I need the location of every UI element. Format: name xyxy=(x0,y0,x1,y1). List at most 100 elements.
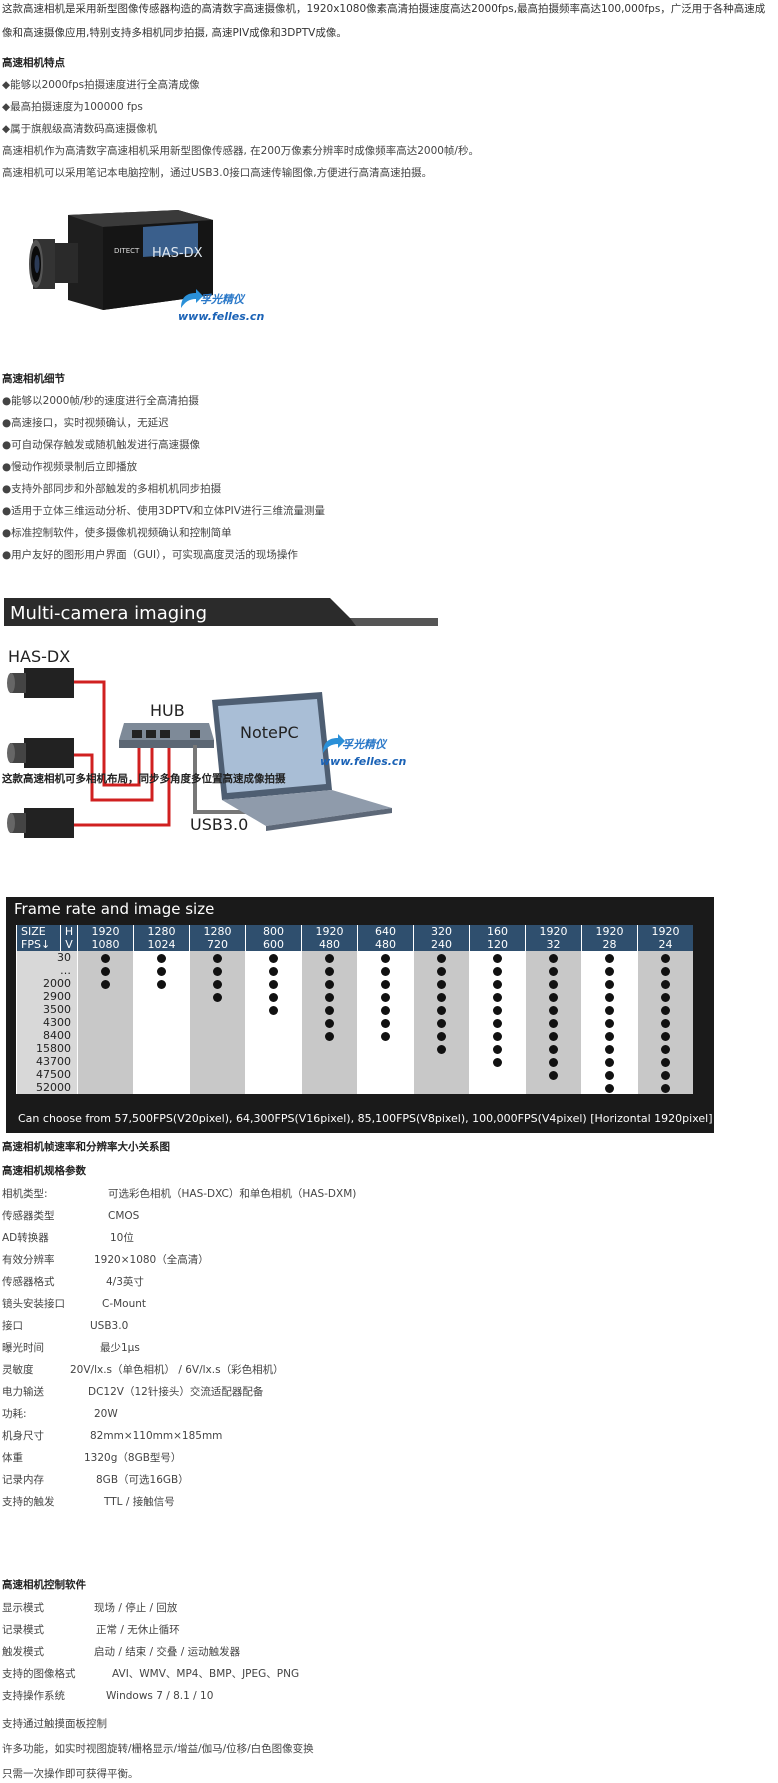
frame-rate-cell xyxy=(357,951,414,964)
frame-rate-cell xyxy=(525,977,582,990)
frame-rate-cell xyxy=(637,1029,693,1042)
spec-value: 启动 / 结束 / 交叠 / 运动触发器 xyxy=(94,1646,241,1658)
frame-rate-cell xyxy=(469,1081,526,1094)
frame-rate-cell xyxy=(525,964,582,977)
fps-value: 3500 xyxy=(16,1003,78,1016)
frame-rate-cell xyxy=(525,1068,582,1081)
frame-rate-row: 15800 xyxy=(16,1042,693,1055)
frame-rate-title: Frame rate and image size xyxy=(14,900,215,918)
supported-dot xyxy=(269,1005,278,1015)
camera-model-label: HAS-DX xyxy=(152,246,203,261)
frame-rate-cell xyxy=(413,1016,470,1029)
v-value: 1080 xyxy=(77,938,134,951)
spec-key: 曝光时间 xyxy=(2,1342,44,1354)
spec-key: 体重 xyxy=(2,1452,23,1464)
frame-rate-cell xyxy=(525,1016,582,1029)
spec-value: Windows 7 / 8.1 / 10 xyxy=(106,1690,214,1702)
supported-dot xyxy=(661,1018,670,1028)
detail-item: ●适用于立体三维运动分析、使用3DPTV和立体PIV进行三维流量测量 xyxy=(2,505,325,517)
frame-rate-cell xyxy=(189,990,246,1003)
h-value: 1920 xyxy=(637,925,693,938)
frame-rate-cell xyxy=(357,977,414,990)
diagram-pc-label: NotePC xyxy=(240,723,299,742)
frame-rate-cell xyxy=(469,1016,526,1029)
frame-rate-cell xyxy=(525,951,582,964)
supported-dot xyxy=(661,1083,670,1093)
detail-item: ●支持外部同步和外部触发的多相机机同步拍摄 xyxy=(2,483,222,495)
frame-rate-cell xyxy=(301,1055,358,1068)
supported-dot xyxy=(213,979,222,989)
spec-value: DC12V（12针接头）交流适配器配备 xyxy=(88,1386,264,1398)
frame-rate-cell xyxy=(413,1068,470,1081)
multi-camera-diagram: HAS-DX HUB USB3.0 NotePC xyxy=(7,647,392,838)
frame-rate-cell xyxy=(301,964,358,977)
frame-rate-cell xyxy=(357,1068,414,1081)
supported-dot xyxy=(605,992,614,1002)
frame-rate-cell xyxy=(245,1003,302,1016)
detail-item: ●可自动保存触发或随机触发进行高速摄像 xyxy=(2,439,201,451)
spec-value: TTL / 接触信号 xyxy=(104,1496,175,1508)
frame-rate-cell xyxy=(189,977,246,990)
features-title: 高速相机特点 xyxy=(2,57,65,69)
spec-value: 8GB（可选16GB） xyxy=(96,1474,189,1486)
v-value: 720 xyxy=(189,938,246,951)
detail-item: ●用户友好的图形用户界面（GUI），可实现高度灵活的现场操作 xyxy=(2,549,298,561)
supported-dot xyxy=(661,966,670,976)
supported-dot xyxy=(325,953,334,963)
frame-rate-cell xyxy=(245,977,302,990)
frame-rate-cell xyxy=(77,1068,134,1081)
frame-rate-cell xyxy=(637,1081,693,1094)
frame-rate-cell xyxy=(637,1068,693,1081)
frame-rate-cell xyxy=(413,977,470,990)
supported-dot xyxy=(605,979,614,989)
h-value: 1920 xyxy=(581,925,638,938)
supported-dot xyxy=(437,1005,446,1015)
supported-dot xyxy=(437,1031,446,1041)
supported-dot xyxy=(101,979,110,989)
supported-dot xyxy=(157,979,166,989)
v-value: 1024 xyxy=(133,938,190,951)
frame-rate-cell xyxy=(77,1029,134,1042)
v-value: 32 xyxy=(525,938,582,951)
frame-rate-cell xyxy=(133,1042,190,1055)
diagram-hub-label: HUB xyxy=(150,701,185,720)
supported-dot xyxy=(381,966,390,976)
supported-dot xyxy=(493,1057,502,1067)
frame-rate-cell xyxy=(189,1042,246,1055)
supported-dot xyxy=(381,953,390,963)
h-value: 160 xyxy=(469,925,526,938)
frame-rate-cell xyxy=(637,951,693,964)
supported-dot xyxy=(437,992,446,1002)
frame-rate-cell xyxy=(413,990,470,1003)
supported-dot xyxy=(157,953,166,963)
spec-value: 现场 / 停止 / 回放 xyxy=(94,1602,178,1614)
spec-key: 支持的触发 xyxy=(2,1496,55,1508)
supported-dot xyxy=(381,1031,390,1041)
frame-rate-cell xyxy=(133,964,190,977)
logo-url: www.felles.cn xyxy=(178,310,265,323)
frame-rate-cell xyxy=(357,1081,414,1094)
frame-rate-cell xyxy=(525,1003,582,1016)
supported-dot xyxy=(493,1031,502,1041)
v-label: V xyxy=(60,938,78,951)
felles-logo: 孚光精仪 www.felles.cn xyxy=(320,733,406,773)
spec-key: 相机类型: xyxy=(2,1188,48,1200)
supported-dot xyxy=(437,1018,446,1028)
h-value: 320 xyxy=(413,925,470,938)
spec-key: 传感器格式 xyxy=(2,1276,55,1288)
h-value: 1920 xyxy=(77,925,134,938)
spec-value: 82mm×110mm×185mm xyxy=(90,1430,223,1442)
supported-dot xyxy=(661,1070,670,1080)
frame-rate-cell xyxy=(245,1068,302,1081)
frame-rate-cell xyxy=(469,1003,526,1016)
h-value: 1920 xyxy=(525,925,582,938)
